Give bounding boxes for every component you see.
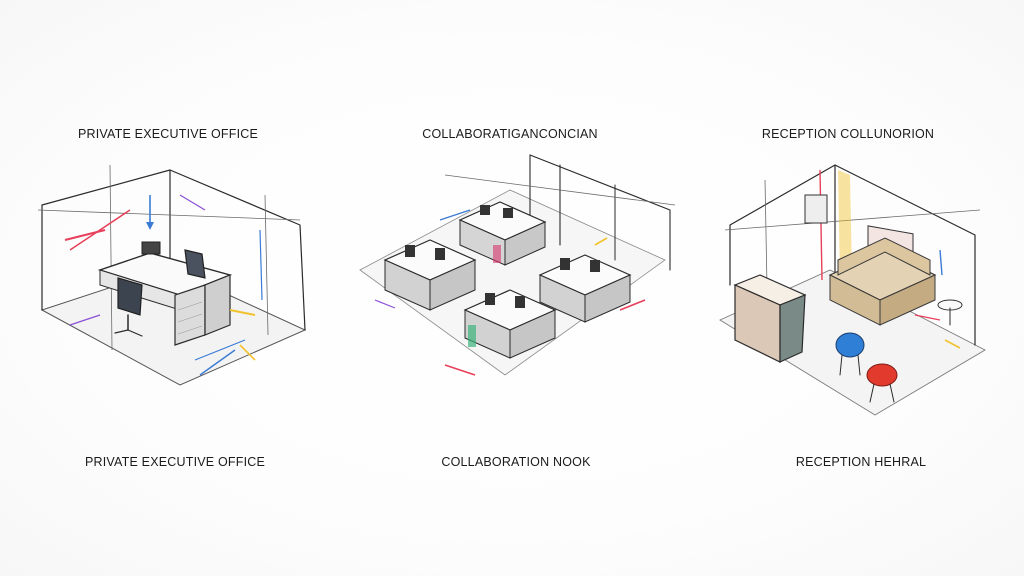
desk-cluster-right	[538, 254, 632, 323]
panel-3-bottom-label: RECEPTION HEHRAL	[795, 455, 927, 469]
desk-cluster-bottom	[463, 289, 557, 359]
blue-chair	[835, 332, 865, 376]
red-chair	[866, 363, 898, 403]
desk-cluster-top	[458, 201, 547, 266]
reception-sketch	[719, 164, 986, 416]
sofa	[828, 237, 937, 326]
collaboration-nook-sketch	[359, 154, 676, 376]
reception-desk	[733, 274, 807, 363]
panel-2-top-label: COLLABORATIGANCONCIAN	[422, 127, 598, 141]
executive-office-sketch	[37, 164, 307, 386]
panel-2-bottom-label: COLLABORATION NOOK	[441, 455, 591, 469]
desk-cluster-left	[383, 239, 477, 311]
panel-3-top-label: RECEPTION COLLUNORION	[761, 127, 935, 141]
panel-1-top-label: PRIVATE EXECUTIVE OFFICE	[77, 127, 259, 141]
panel-1-bottom-label: PRIVATE EXECUTIVE OFFICE	[84, 455, 266, 469]
